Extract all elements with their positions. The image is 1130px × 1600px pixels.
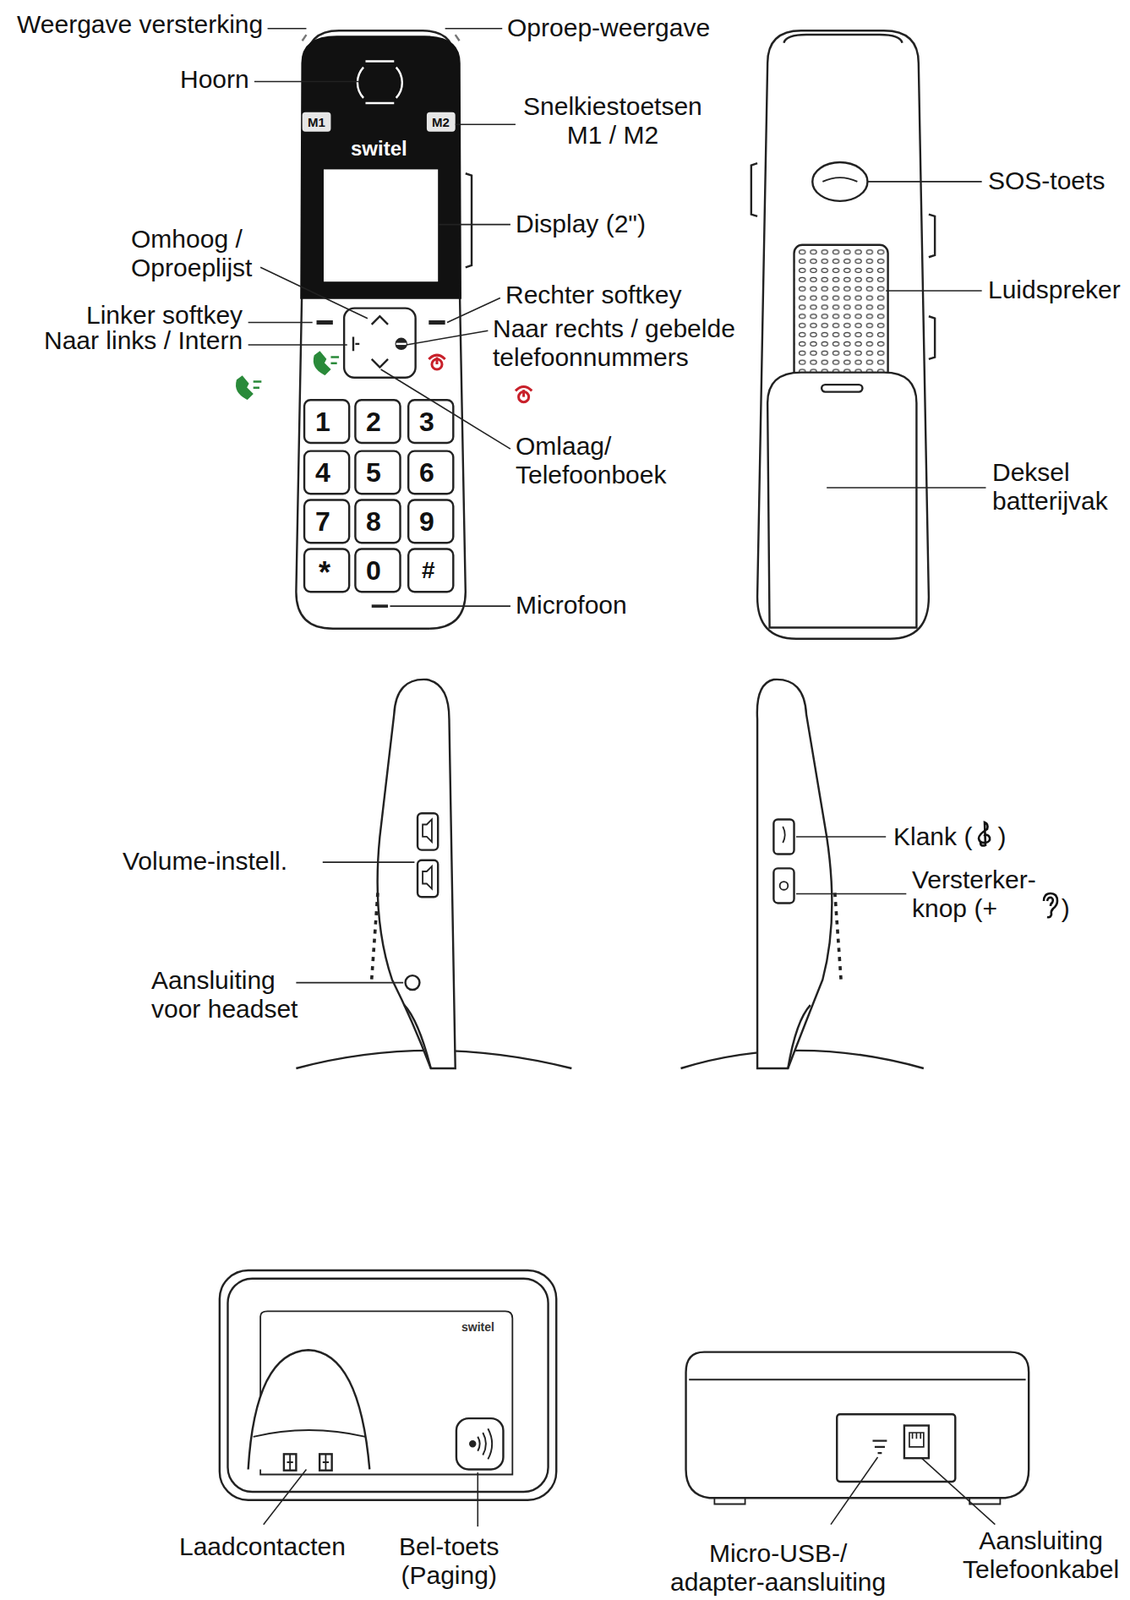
key-digit: 1 — [315, 408, 331, 436]
part-label: Snelkiestoetsen M1 / M2 — [523, 92, 703, 149]
part-label: Hoorn — [180, 65, 250, 94]
speed-dial-key: M1 — [307, 115, 326, 129]
key-digit: 5 — [365, 458, 382, 486]
part-label: Versterker- knop (+ — [911, 865, 1037, 923]
key-digit: 8 — [365, 507, 382, 535]
part-label: Naar links / Intern — [43, 326, 243, 355]
ear-icon — [1037, 890, 1060, 920]
part-label: Aansluiting voor headset — [151, 966, 298, 1023]
part-label: Laadcontacten — [179, 1532, 346, 1562]
key-digit: 0 — [365, 556, 382, 585]
part-label: Luidspreker — [988, 275, 1121, 305]
part-label: Deksel batterijvak — [992, 458, 1109, 515]
part-label: Volume-instell. — [122, 846, 288, 876]
key-digit: 3 — [419, 408, 435, 436]
part-label: Weergave versterking — [16, 10, 263, 39]
part-label: Naar rechts / gebelde telefoonnummers — [492, 314, 736, 372]
part-label: Rechter softkey — [505, 280, 682, 310]
part-label: Omlaag/ Telefoonboek — [515, 431, 666, 489]
part-label: Display (2") — [515, 209, 646, 239]
key-digit: 7 — [315, 507, 331, 535]
key-digit: * — [318, 557, 331, 589]
part-label: Omhoog / Oproeplijst — [131, 224, 252, 282]
key-digit: 4 — [315, 458, 331, 486]
part-label: Oproep-weergave — [507, 13, 710, 43]
part-label: Bel-toets (Paging) — [398, 1532, 499, 1589]
key-digit: 6 — [419, 458, 435, 486]
part-label: Micro-USB-/ adapter-aansluiting — [670, 1539, 886, 1596]
key-digit: 9 — [419, 507, 435, 535]
clef-icon — [973, 819, 996, 849]
button-label: Versterker- knop (+) — [911, 865, 1070, 923]
part-label: Linker softkey — [86, 300, 243, 330]
part-label: SOS-toets — [988, 166, 1105, 196]
brand-logo: switel — [350, 138, 408, 159]
part-label: Microfoon — [515, 590, 628, 620]
brand-logo: switel — [461, 1321, 495, 1333]
part-label: Aansluiting Telefoonkabel — [962, 1526, 1120, 1584]
part-label: ) — [997, 822, 1006, 852]
key-digit: 2 — [365, 408, 382, 436]
key-digit: # — [421, 558, 436, 583]
part-label: Klank ( — [893, 822, 972, 852]
part-label: ) — [1061, 894, 1070, 923]
button-label: Klank () — [893, 819, 1006, 852]
speed-dial-key: M2 — [431, 115, 450, 129]
